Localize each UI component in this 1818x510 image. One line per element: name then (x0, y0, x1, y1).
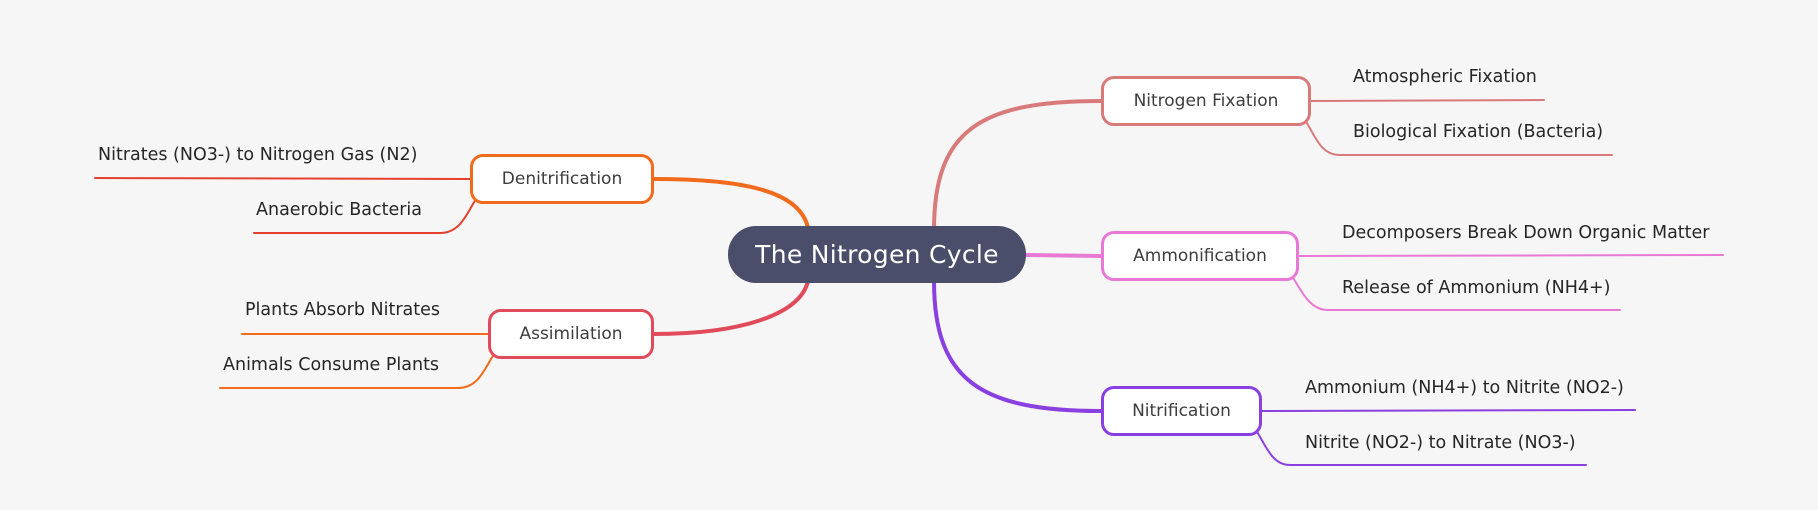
leaf-nitrates-to-nitrogen-gas[interactable]: Nitrates (NO3-) to Nitrogen Gas (N2) (98, 145, 418, 165)
leaf-ammonium-to-nitrite[interactable]: Ammonium (NH4+) to Nitrite (NO2-) (1305, 378, 1624, 398)
connector-root-denitrification (652, 177, 810, 230)
leaf-line-biological-fixation (1304, 119, 1613, 156)
branch-assimilation[interactable]: Assimilation (488, 309, 654, 359)
leaf-anaerobic-bacteria[interactable]: Anaerobic Bacteria (256, 200, 422, 220)
connector-root-nitrogen-fixation (932, 99, 1103, 232)
leaf-line-animals-consume-plants (219, 353, 495, 389)
leaf-nitrite-to-nitrate[interactable]: Nitrite (NO2-) to Nitrate (NO3-) (1305, 433, 1576, 453)
branch-denitrification[interactable]: Denitrification (470, 154, 654, 204)
leaf-release-of-ammonium[interactable]: Release of Ammonium (NH4+) (1342, 278, 1611, 298)
leaf-biological-fixation[interactable]: Biological Fixation (Bacteria) (1353, 122, 1604, 142)
leaf-plants-absorb-nitrates[interactable]: Plants Absorb Nitrates (245, 300, 441, 320)
root-topic[interactable]: The Nitrogen Cycle (728, 226, 1026, 283)
leaf-line-ammonium-to-nitrite (1261, 409, 1636, 412)
leaf-line-nitrite-to-nitrate (1255, 429, 1587, 466)
connector-root-ammonification (1024, 253, 1103, 258)
connector-root-nitrification (932, 279, 1103, 413)
leaf-decomposers[interactable]: Decomposers Break Down Organic Matter (1342, 223, 1710, 243)
leaf-animals-consume-plants[interactable]: Animals Consume Plants (223, 355, 440, 375)
leaf-line-anaerobic-bacteria (253, 198, 477, 234)
branch-nitrogen-fixation[interactable]: Nitrogen Fixation (1101, 76, 1311, 126)
leaf-line-nitrates-to-nitrogen-gas (94, 177, 471, 180)
leaf-line-release-of-ammonium (1291, 275, 1621, 311)
branch-nitrification[interactable]: Nitrification (1101, 386, 1262, 436)
branch-ammonification[interactable]: Ammonification (1101, 231, 1299, 281)
leaf-line-atmospheric-fixation (1310, 99, 1545, 102)
connector-root-assimilation (652, 279, 810, 336)
leaf-atmospheric-fixation[interactable]: Atmospheric Fixation (1353, 67, 1537, 87)
leaf-line-decomposers (1298, 254, 1724, 257)
